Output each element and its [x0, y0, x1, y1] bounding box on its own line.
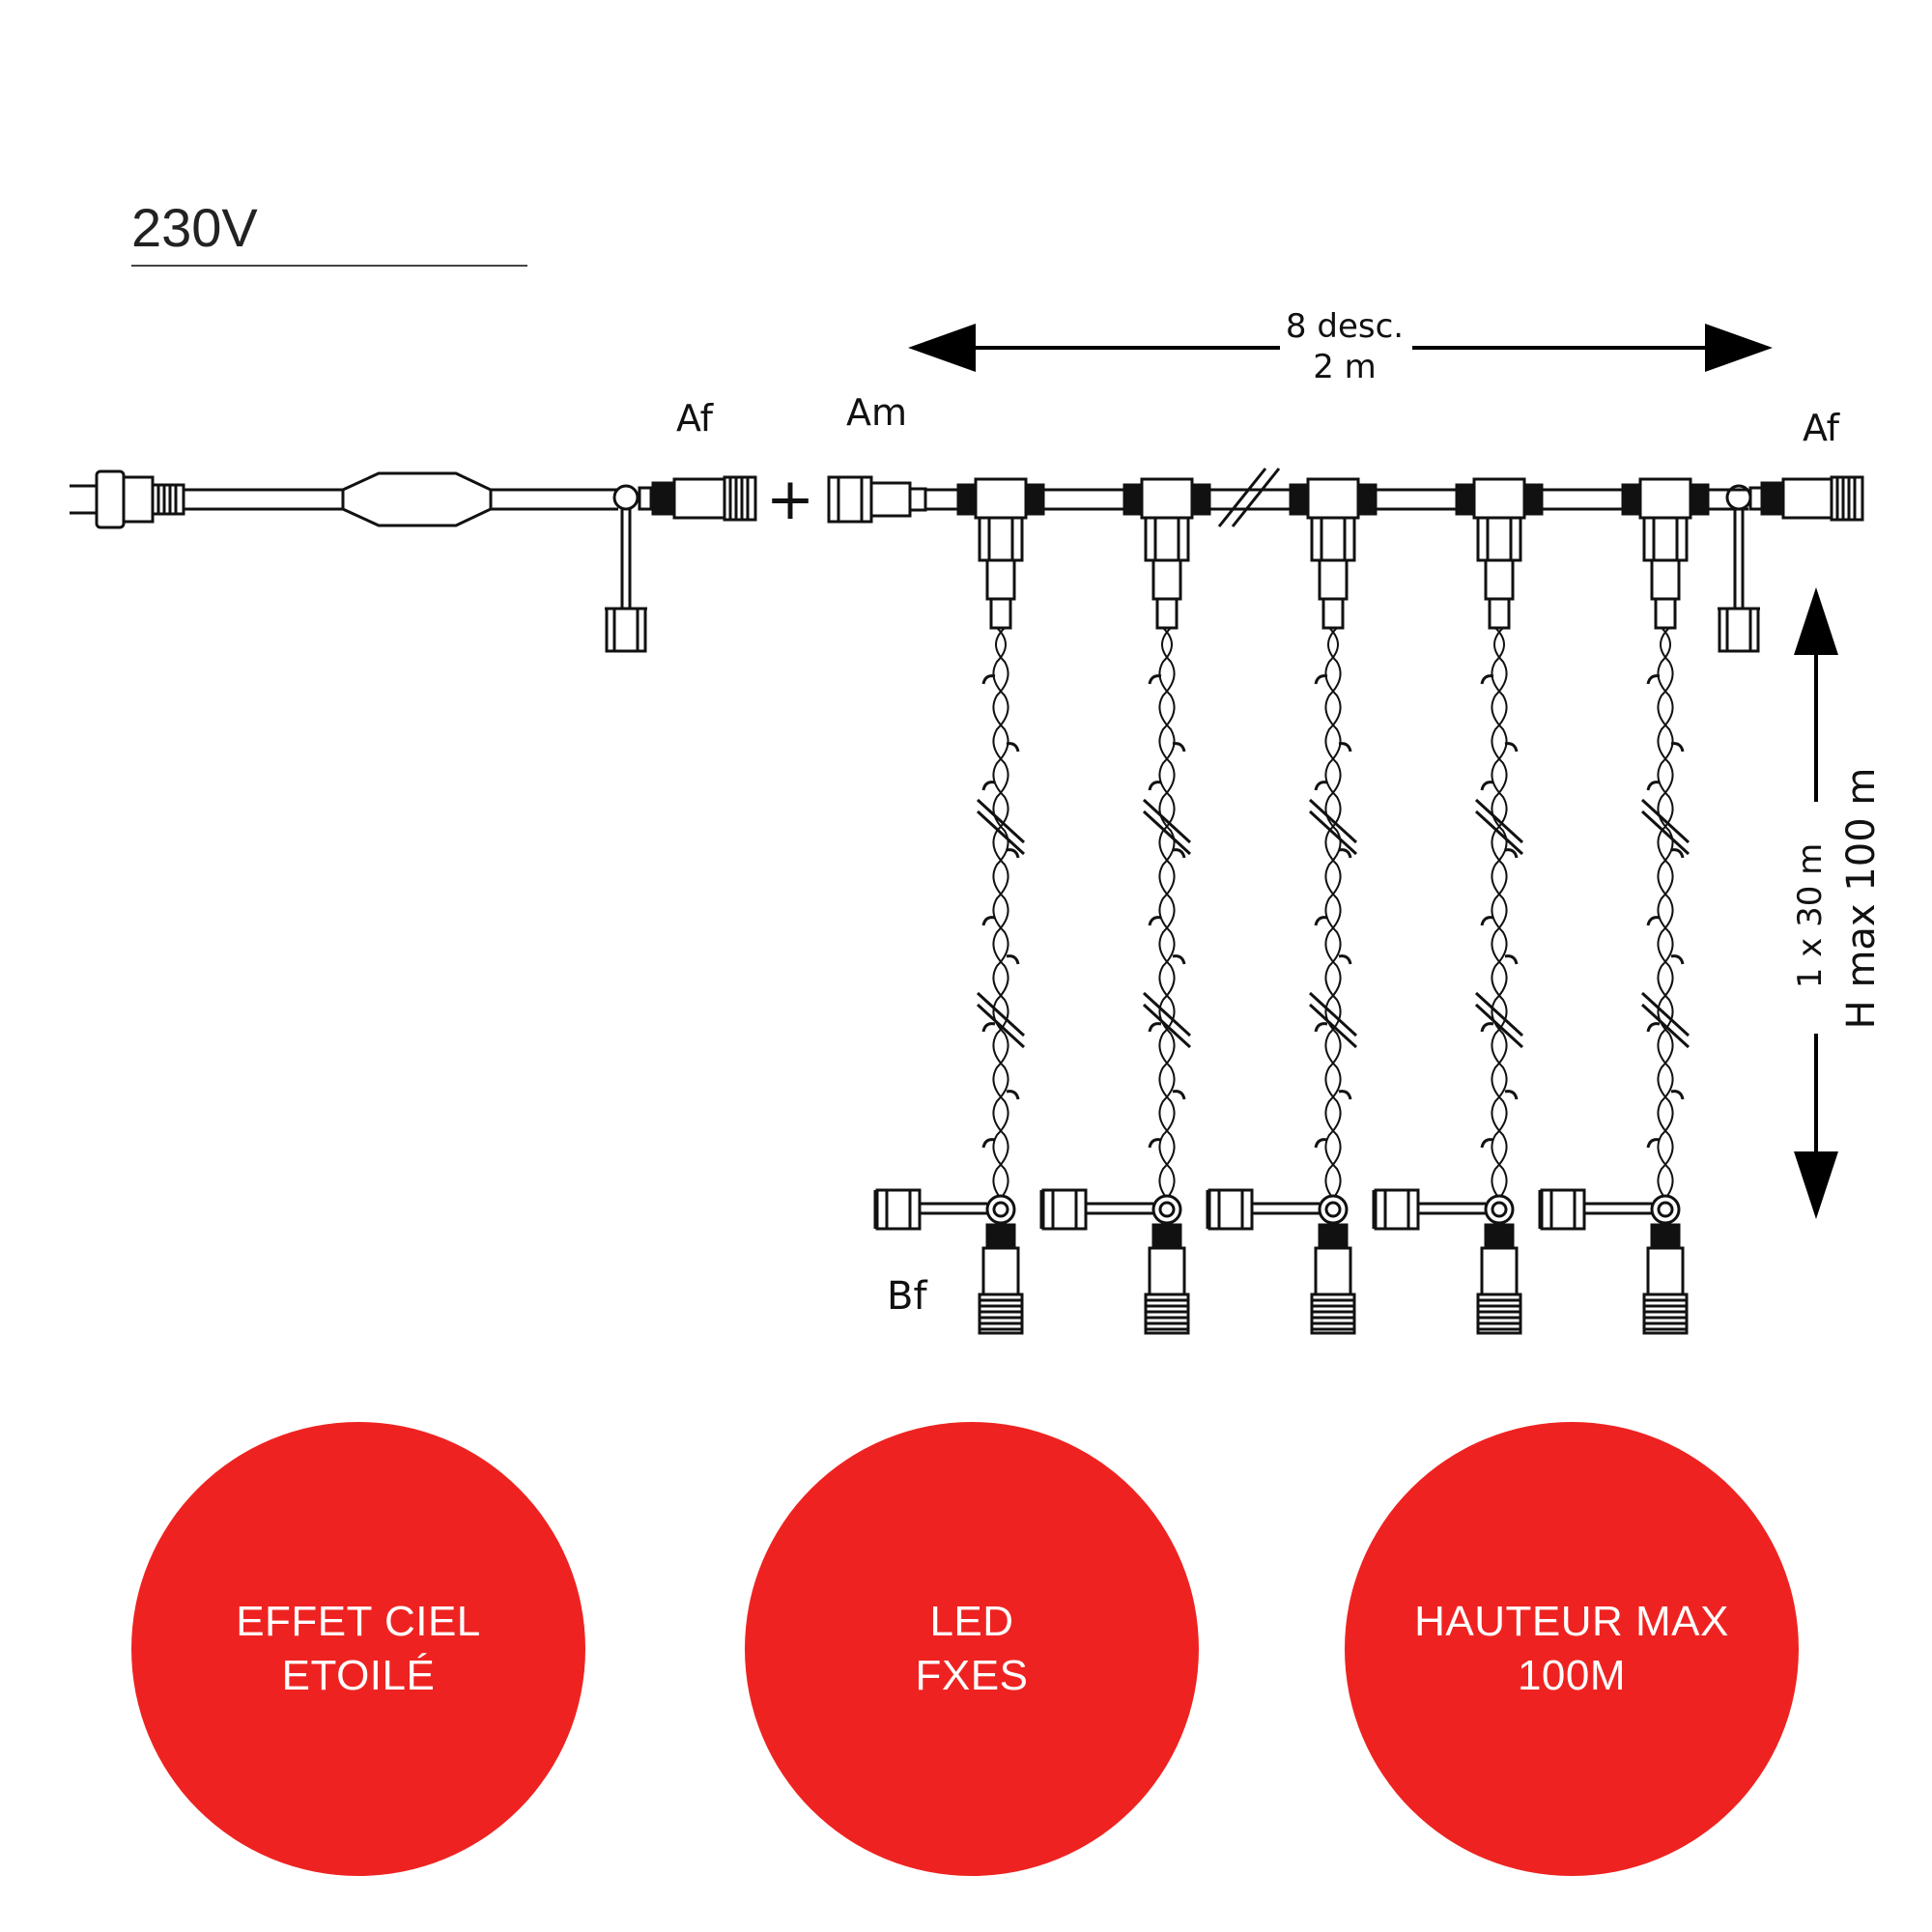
feature-badge-max-height: HAUTEUR MAX 100M [1345, 1422, 1799, 1876]
badge-line-1: HAUTEUR MAX [1414, 1598, 1729, 1645]
left-female-socket-icon [638, 475, 757, 522]
power-cable [184, 488, 618, 511]
feature-badge-starry-effect: EFFET CIEL ETOILÉ [131, 1422, 585, 1876]
light-drop [1039, 477, 1211, 1335]
light-drop [1538, 477, 1710, 1335]
badge-line-1: LED [929, 1598, 1014, 1645]
badge-line-2: ETOILÉ [281, 1652, 436, 1699]
male-connector-label: Am [846, 391, 907, 434]
width-dimension-count: 8 desc. [1286, 307, 1404, 346]
voltage-label: 230V [131, 197, 258, 258]
light-drop [873, 477, 1045, 1335]
power-plug-icon [70, 469, 185, 529]
feature-badge-fixed-led: LED FXES [745, 1422, 1199, 1876]
controller-box [341, 471, 493, 527]
left-socket-label: Af [676, 397, 715, 440]
light-drop [1206, 477, 1378, 1335]
plus-sign: + [766, 466, 814, 533]
bottom-socket-label: Bf [887, 1274, 927, 1319]
right-female-socket-icon [1748, 475, 1864, 522]
height-dimension-arrow [1794, 587, 1838, 1219]
light-drop [1372, 477, 1544, 1335]
width-dimension-length: 2 m [1313, 348, 1377, 386]
left-cap-ring [612, 484, 639, 609]
width-dimension-arrow [908, 324, 1773, 372]
right-end-cap-icon [1718, 607, 1760, 653]
right-cap-ring [1725, 484, 1752, 609]
main-cable-break [1217, 468, 1281, 527]
height-dimension-max: H max 100 m [1839, 768, 1884, 1030]
left-end-cap-icon [605, 607, 647, 653]
badge-line-1: EFFET CIEL [236, 1598, 481, 1645]
height-dimension-count: 1 x 30 m [1791, 843, 1830, 989]
male-connector-icon [827, 475, 927, 524]
badge-line-2: 100M [1517, 1652, 1627, 1699]
right-socket-label: Af [1803, 407, 1841, 449]
badge-line-2: FXES [915, 1652, 1029, 1699]
